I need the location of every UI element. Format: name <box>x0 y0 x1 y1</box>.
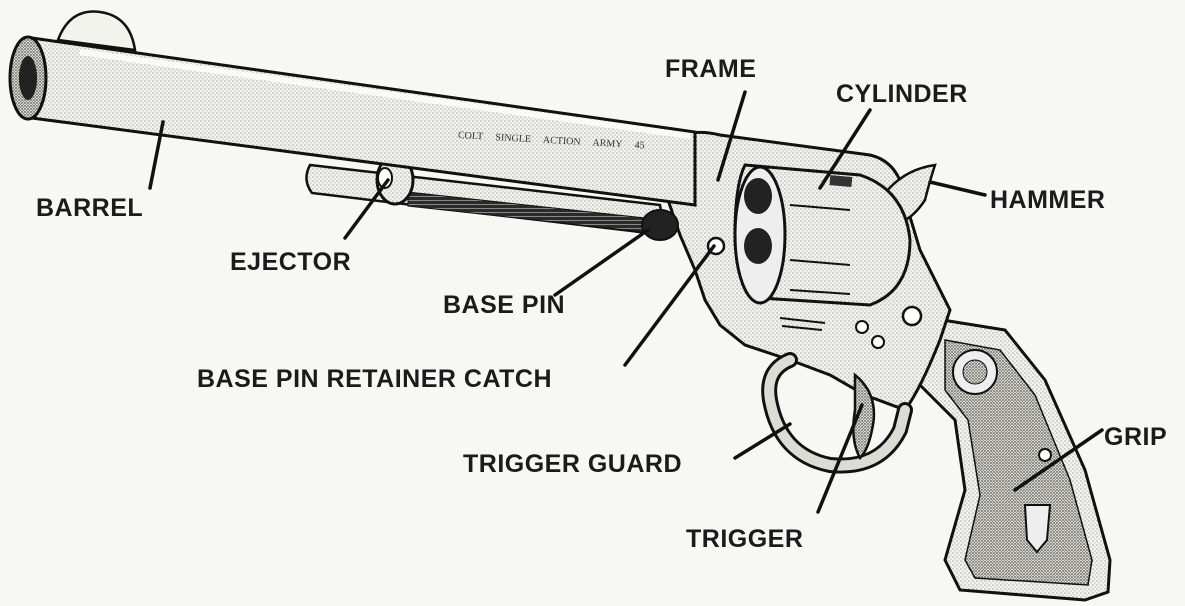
label-barrel: BARREL <box>36 194 144 222</box>
label-ejector: EJECTOR <box>230 248 352 276</box>
cylinder-shape <box>733 163 912 307</box>
base-pin-leader <box>553 228 650 297</box>
grip-shape <box>918 316 1112 602</box>
label-grip: GRIP <box>1104 423 1168 451</box>
grip-leader <box>1013 428 1104 492</box>
label-trigger: TRIGGER <box>686 525 804 553</box>
trigger-leader <box>816 403 864 514</box>
hammer-leader <box>928 180 987 197</box>
label-cylinder: CYLINDER <box>836 80 968 108</box>
label-hammer: HAMMER <box>990 186 1106 214</box>
ejector-shape <box>305 154 679 241</box>
barrel-shape <box>8 10 697 207</box>
leader-lines <box>148 90 1104 514</box>
frame-leader <box>716 90 747 182</box>
base-pin-retainer-catch-leader <box>623 244 716 367</box>
label-base-pin-retainer-catch: BASE PIN RETAINER CATCH <box>197 365 553 393</box>
label-frame: FRAME <box>665 55 757 83</box>
cylinder-leader <box>818 108 872 190</box>
ejector-leader <box>343 178 390 240</box>
label-base-pin: BASE PIN <box>443 291 566 319</box>
trigger-guard-leader <box>733 422 792 460</box>
label-trigger-guard: TRIGGER GUARD <box>463 450 682 478</box>
barrel-leader <box>148 120 165 190</box>
